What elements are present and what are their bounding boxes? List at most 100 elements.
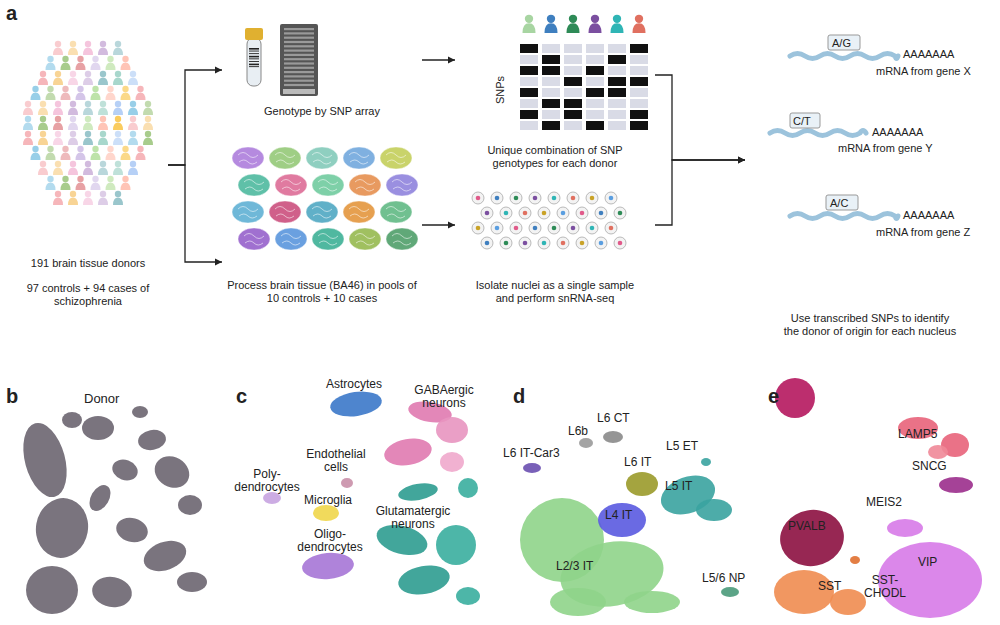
step-panel: Unique combination of SNP genotypes for … bbox=[455, 8, 655, 170]
brain-fold bbox=[355, 180, 375, 192]
cell-cluster bbox=[329, 388, 384, 419]
cell-cluster bbox=[523, 463, 541, 473]
person-body bbox=[113, 48, 123, 56]
person-body bbox=[98, 168, 108, 176]
brain bbox=[306, 201, 338, 223]
cell-cluster bbox=[132, 406, 148, 418]
cluster-label: SST bbox=[818, 580, 841, 593]
person-head bbox=[130, 131, 136, 137]
person-head bbox=[77, 146, 83, 152]
person-head bbox=[85, 101, 91, 107]
person-body bbox=[38, 78, 48, 86]
person-head bbox=[55, 71, 61, 77]
person-body bbox=[106, 93, 116, 101]
person-head bbox=[77, 176, 83, 182]
person-body bbox=[31, 93, 41, 101]
cell-cluster bbox=[26, 566, 78, 614]
nucleus bbox=[481, 207, 493, 219]
person-body bbox=[53, 198, 63, 206]
cluster-label: L2/3 IT bbox=[556, 560, 593, 573]
person-head bbox=[85, 41, 91, 47]
person-head bbox=[40, 101, 46, 107]
brain-fold bbox=[386, 207, 406, 219]
person-head bbox=[70, 41, 76, 47]
cell-cluster bbox=[440, 452, 464, 472]
nucleus bbox=[576, 207, 588, 219]
nucleus bbox=[510, 192, 522, 204]
person-body bbox=[46, 153, 56, 161]
genotype-cell bbox=[586, 121, 604, 130]
person-head bbox=[122, 176, 128, 182]
nucleus-dot bbox=[590, 196, 595, 201]
genotype-cell bbox=[542, 99, 560, 108]
nucleus-dot bbox=[571, 196, 576, 201]
cell-cluster bbox=[178, 495, 202, 515]
genotype-cell bbox=[542, 110, 560, 119]
nucleus-dot bbox=[533, 226, 538, 231]
person-body bbox=[46, 183, 56, 191]
brain-fold bbox=[281, 180, 301, 192]
nucleus bbox=[614, 237, 626, 249]
person-body bbox=[38, 138, 48, 146]
person-body bbox=[61, 183, 71, 191]
person-body bbox=[143, 123, 153, 131]
brain bbox=[312, 228, 344, 250]
cell-cluster bbox=[396, 562, 452, 599]
person-body bbox=[23, 138, 33, 146]
snp-label: A/C bbox=[830, 197, 848, 209]
brain-fold bbox=[275, 207, 295, 219]
cell-cluster bbox=[177, 572, 207, 592]
nucleus-dot bbox=[514, 226, 519, 231]
cell-cluster bbox=[301, 551, 355, 581]
nucleus-dot bbox=[580, 211, 585, 216]
person-head bbox=[32, 146, 38, 152]
array-row bbox=[284, 50, 314, 52]
genotype-cell bbox=[564, 55, 582, 64]
brain-fold bbox=[312, 153, 332, 165]
brain-fold bbox=[244, 234, 264, 246]
genotype-cell bbox=[564, 77, 582, 86]
array-row bbox=[284, 28, 314, 30]
nucleus bbox=[567, 192, 579, 204]
cell-cluster bbox=[776, 505, 849, 571]
cell-cluster bbox=[90, 574, 135, 610]
person-head bbox=[77, 56, 83, 62]
person-head bbox=[62, 146, 68, 152]
snp-label: C/T bbox=[793, 115, 811, 127]
cluster-label: LAMP5 bbox=[898, 428, 937, 441]
cluster-label: SNCG bbox=[912, 460, 947, 473]
person-head bbox=[40, 71, 46, 77]
cluster-label: L6 CT bbox=[597, 412, 630, 425]
nucleus bbox=[586, 222, 598, 234]
cell-cluster bbox=[850, 556, 860, 564]
cell-cluster bbox=[721, 587, 739, 597]
gene-label: mRNA from gene X bbox=[876, 65, 971, 77]
cluster-label: VIP bbox=[918, 556, 937, 569]
person-body bbox=[113, 78, 123, 86]
barcode bbox=[249, 56, 259, 58]
person-head bbox=[85, 191, 91, 197]
person-head bbox=[55, 116, 61, 122]
nucleus-dot bbox=[561, 211, 566, 216]
cell-cluster bbox=[436, 525, 476, 565]
barcode bbox=[249, 61, 259, 63]
nucleus bbox=[510, 222, 522, 234]
person-head bbox=[547, 15, 555, 23]
person-body bbox=[83, 108, 93, 116]
nucleus-dot bbox=[590, 226, 595, 231]
barcode bbox=[249, 66, 259, 68]
nucleus bbox=[576, 237, 588, 249]
nucleus bbox=[500, 207, 512, 219]
person-body bbox=[53, 78, 63, 86]
person-body bbox=[38, 168, 48, 176]
person-head bbox=[145, 101, 151, 107]
person-head bbox=[130, 101, 136, 107]
person-head bbox=[70, 161, 76, 167]
cell-cluster bbox=[939, 477, 973, 493]
barcode bbox=[249, 64, 259, 66]
brain-fold bbox=[349, 207, 369, 219]
arrow-head bbox=[215, 259, 222, 266]
cell-cluster bbox=[603, 431, 623, 443]
genotype-cell bbox=[542, 66, 560, 75]
cell-cluster bbox=[436, 417, 468, 443]
